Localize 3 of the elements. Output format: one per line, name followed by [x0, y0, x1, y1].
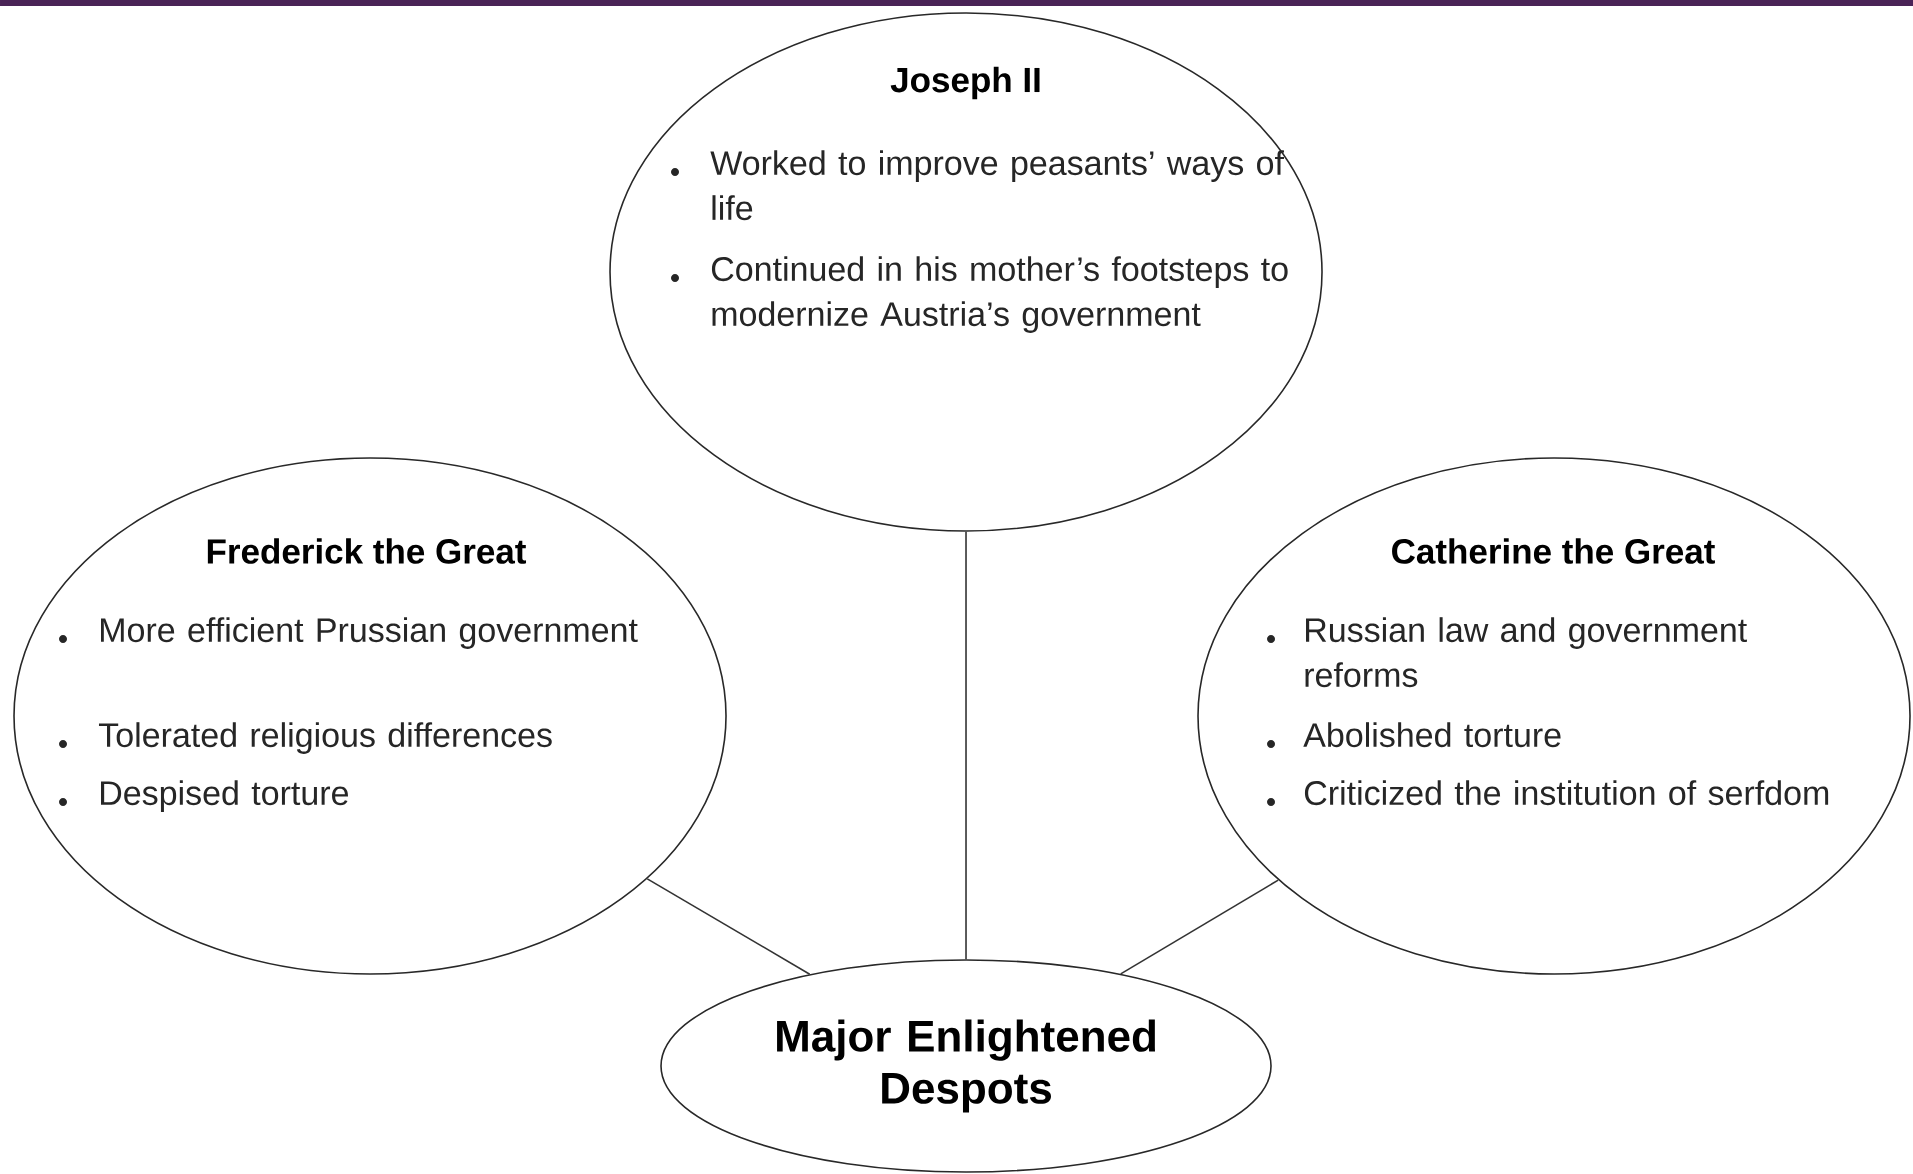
connector-line: [1119, 879, 1279, 975]
connector-line: [646, 878, 811, 975]
connector-line: [965, 531, 967, 960]
